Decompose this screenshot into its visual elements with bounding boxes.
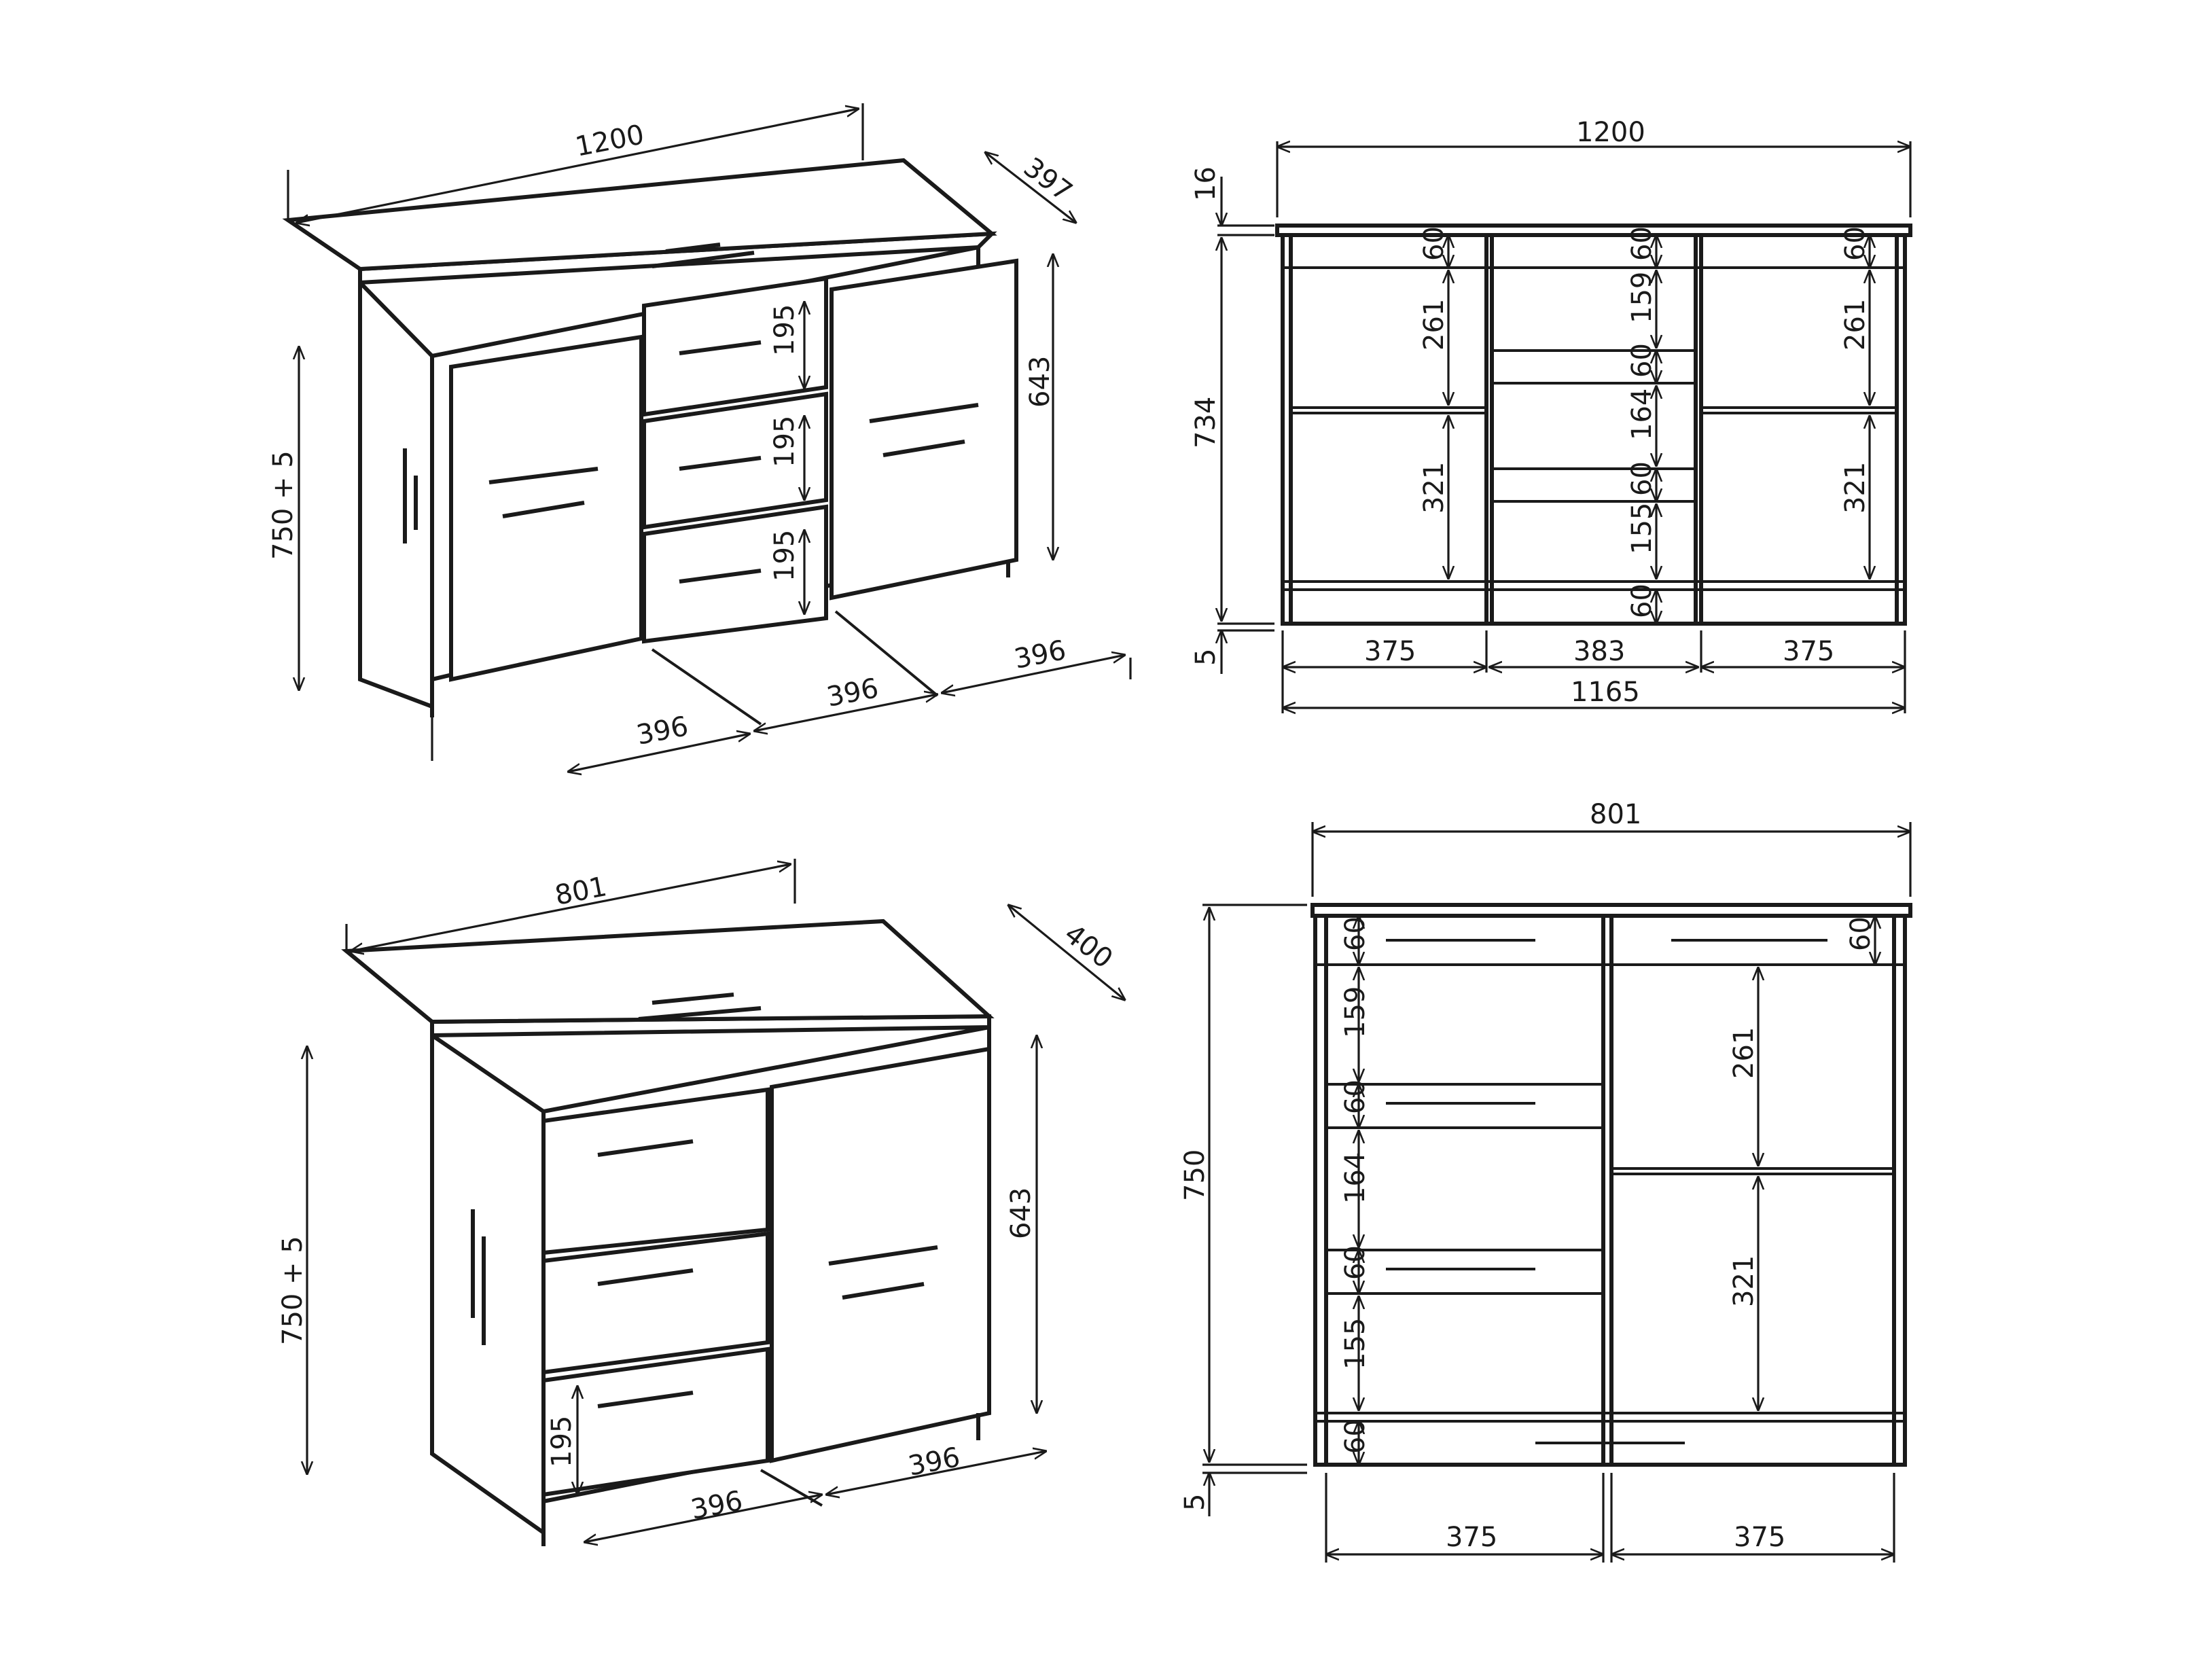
dim-line-depth — [985, 152, 1076, 223]
top-grain-1 — [665, 243, 721, 253]
dim-bay-3: 375 — [1783, 636, 1834, 667]
dim-mid-s1: 60 — [1626, 343, 1658, 378]
dim-left-s2: 60 — [1340, 1245, 1371, 1280]
dim-right-top: 60 — [1845, 916, 1876, 951]
door-grain-3 — [869, 403, 979, 423]
dim-inner-width: 1165 — [1571, 677, 1640, 708]
dim-left-s1: 60 — [1340, 1080, 1371, 1114]
door-grain-4 — [882, 440, 965, 457]
dim-right-lower: 321 — [1840, 462, 1871, 514]
iso-view-large: 1200 397 750 + 5 643 195 195 195 396 396… — [268, 103, 1132, 772]
drawer-grain-1 — [679, 340, 762, 355]
front-view-large: 1200 16 734 5 60 261 321 60 159 60 164 6… — [1190, 117, 1912, 713]
carcass — [1281, 233, 1907, 626]
dim-left-d2: 164 — [1340, 1152, 1371, 1204]
dim-right-top: 60 — [1840, 226, 1871, 261]
dim-mid-top: 60 — [1626, 226, 1658, 261]
dim-height: 750 + 5 — [277, 1236, 308, 1345]
door-grain-2 — [502, 501, 585, 518]
dim-right-upper: 261 — [1840, 299, 1871, 351]
dim-width: 1200 — [1576, 117, 1645, 148]
dim-height: 750 + 5 — [268, 450, 299, 560]
top-grain-2 — [652, 251, 755, 268]
dim-width: 801 — [552, 871, 609, 912]
dim-legs: 5 — [1179, 1494, 1211, 1511]
dim-drawer-1: 195 — [769, 304, 800, 356]
top-surface — [341, 918, 995, 1024]
dim-drawer-2: 195 — [769, 416, 800, 467]
dim-floor-1: 396 — [688, 1485, 745, 1526]
drawer-grain-2 — [679, 456, 762, 471]
right-door — [830, 258, 1018, 601]
dim-bay-1: 375 — [1446, 1522, 1497, 1553]
dim-mid-d2: 164 — [1626, 389, 1658, 440]
dim-left-d3: 155 — [1340, 1318, 1371, 1370]
dim-left-plinth: 60 — [1340, 1419, 1371, 1454]
door-grain-1 — [488, 467, 599, 484]
dim-floor-2: 396 — [906, 1442, 963, 1482]
dim-bay-2: 383 — [1573, 636, 1625, 667]
dim-mid-d1: 159 — [1626, 272, 1658, 323]
floor-divider-2 — [834, 610, 939, 697]
dim-mid-d3: 155 — [1626, 503, 1658, 554]
dim-door-height: 643 — [1024, 356, 1056, 408]
dim-depth: 397 — [1018, 151, 1078, 208]
dim-depth: 400 — [1058, 918, 1118, 975]
dim-carcass-height: 734 — [1190, 397, 1221, 448]
dim-drawer-3: 195 — [769, 530, 800, 582]
drawer-3 — [541, 1346, 770, 1497]
dim-height: 750 — [1179, 1149, 1211, 1201]
dim-left-upper: 261 — [1419, 299, 1450, 351]
drawer-2 — [541, 1231, 770, 1375]
dim-left-top: 60 — [1419, 226, 1450, 261]
dim-line-width — [296, 109, 859, 223]
dim-mid-s2: 60 — [1626, 461, 1658, 496]
dim-left-lower: 321 — [1419, 462, 1450, 514]
iso-view-small: 801 400 750 + 5 643 195 396 396 — [277, 859, 1125, 1546]
dim-floor-1: 396 — [634, 711, 691, 751]
drawer-1 — [541, 1087, 770, 1255]
front-view-small: 801 750 5 60 159 60 164 60 155 60 60 261… — [1179, 799, 1912, 1563]
dim-left-d1: 159 — [1340, 986, 1371, 1038]
dim-legs: 5 — [1190, 649, 1221, 666]
drawer-grain-3 — [679, 569, 762, 584]
dim-right-lower: 321 — [1728, 1255, 1760, 1307]
dim-top: 16 — [1190, 166, 1221, 201]
dim-drawer-bottom: 195 — [546, 1416, 577, 1467]
dim-bay-2: 375 — [1734, 1522, 1785, 1553]
dim-width: 801 — [1590, 799, 1641, 830]
dim-mid-plinth: 60 — [1626, 584, 1658, 618]
dim-width: 1200 — [573, 119, 647, 163]
side-panel — [430, 1031, 546, 1537]
dim-left-top: 60 — [1340, 916, 1371, 951]
dim-door-height: 643 — [1005, 1188, 1037, 1239]
dim-bay-1: 375 — [1364, 636, 1416, 667]
floor-divider-1 — [651, 648, 762, 726]
side-panel — [358, 277, 434, 710]
dim-right-upper: 261 — [1728, 1027, 1760, 1079]
